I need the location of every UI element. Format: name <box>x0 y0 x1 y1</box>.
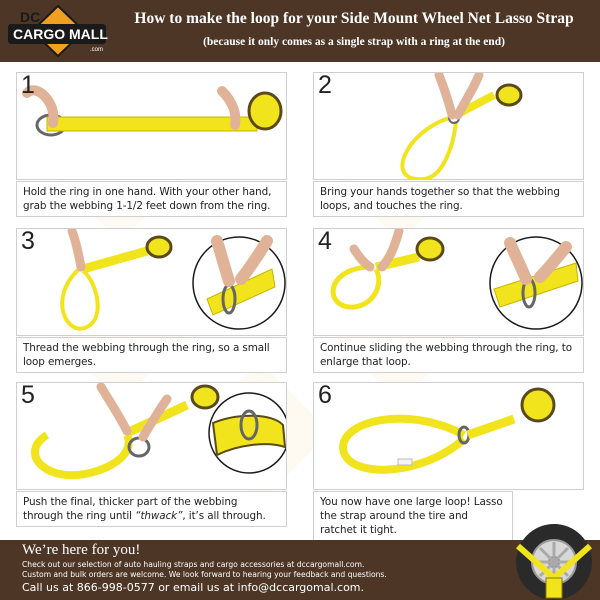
step-1-illustration <box>22 85 283 137</box>
page-subtitle: (because it only comes as a single strap… <box>203 36 505 48</box>
step-3-number: 3 <box>21 228 35 255</box>
logo-text-main: CARGO MALL <box>13 26 108 42</box>
step-6-caption: You now have one large loop! Lasso the s… <box>313 491 513 542</box>
step-1-number: 1 <box>21 72 35 99</box>
step-4-caption: Continue sliding the webbing through the… <box>313 337 584 374</box>
step-6-panel: 6 <box>313 382 584 490</box>
step-5-caption-post: , it’s all through. <box>182 510 266 523</box>
step-1-panel: 1 <box>16 72 287 180</box>
step-5-caption-em: “thwack” <box>135 510 183 523</box>
step-4-illustration <box>330 229 583 330</box>
step-5-caption: Push the final, thicker part of the webb… <box>16 491 287 528</box>
step-4-panel: 4 <box>313 228 584 336</box>
footer-line-2: Custom and bulk orders are welcome. We l… <box>22 570 387 579</box>
logo-text-suffix: .com <box>90 47 103 53</box>
step-2-caption: Bring your hands together so that the we… <box>313 181 584 218</box>
logo-text-dc: DC <box>20 9 40 25</box>
footer-contact: Call us at 866-998-0577 or email us at i… <box>22 581 365 594</box>
step-1-caption: Hold the ring in one hand. With your oth… <box>16 181 287 218</box>
tire-with-strap-icon <box>516 524 592 600</box>
step-2-illustration <box>400 73 523 179</box>
page-title: How to make the loop for your Side Mount… <box>134 10 574 27</box>
step-6-number: 6 <box>318 382 332 409</box>
step-4-number: 4 <box>318 228 332 255</box>
step-2-number: 2 <box>318 72 332 99</box>
step-5-panel: 5 <box>16 382 287 490</box>
footer-line-1: Check out our selection of auto hauling … <box>22 560 365 569</box>
step-5-illustration <box>31 383 286 480</box>
step-6-illustration <box>339 387 556 474</box>
step-5-number: 5 <box>21 382 35 409</box>
step-5-caption-pre: Push the final, thicker part of the webb… <box>23 496 238 523</box>
step-3-caption: Thread the webbing through the ring, so … <box>16 337 287 374</box>
footer-bar <box>0 540 600 600</box>
footer-heading: We’re here for you! <box>22 542 141 558</box>
step-3-illustration <box>60 229 286 331</box>
step-3-panel: 3 <box>16 228 287 336</box>
dc-cargo-mall-logo: DC CARGO MALL .com <box>8 4 108 58</box>
step-2-panel: 2 <box>313 72 584 180</box>
